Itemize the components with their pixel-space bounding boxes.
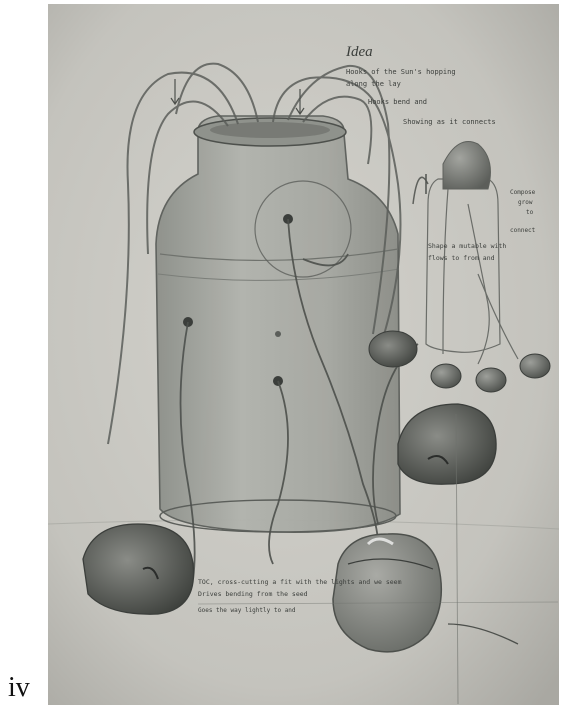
left-stone — [83, 524, 194, 614]
note-right-side: connect — [510, 227, 536, 234]
note-right-side: Compose — [510, 189, 536, 196]
note-heading: Idea — [345, 44, 373, 60]
note-top-line: along the lay — [346, 80, 401, 88]
note-top-line: Showing as it connects — [403, 118, 496, 126]
figure-caption: iv — [8, 672, 30, 704]
note-right-side: grow — [518, 199, 533, 206]
pencil-sketch: Idea Hooks of the Sun's hopping along th… — [48, 4, 559, 705]
note-top-line: Hooks of the Sun's hopping — [346, 68, 456, 76]
note-right-side: to — [526, 209, 534, 216]
note-right-middle: flows to from and — [428, 254, 495, 262]
note-right-middle: Shape a mutable with — [428, 242, 506, 250]
small-stone — [369, 331, 417, 367]
note-bottom: TOC, cross-cutting a fit with the lights… — [198, 578, 402, 586]
round-form — [333, 534, 441, 652]
sketch-svg: Idea Hooks of the Sun's hopping along th… — [48, 4, 559, 705]
note-bottom: Goes the way lightly to and — [198, 607, 296, 614]
note-top-line: Hooks bend and — [368, 98, 427, 106]
note-bottom: Drives bending from the seed — [198, 590, 308, 598]
